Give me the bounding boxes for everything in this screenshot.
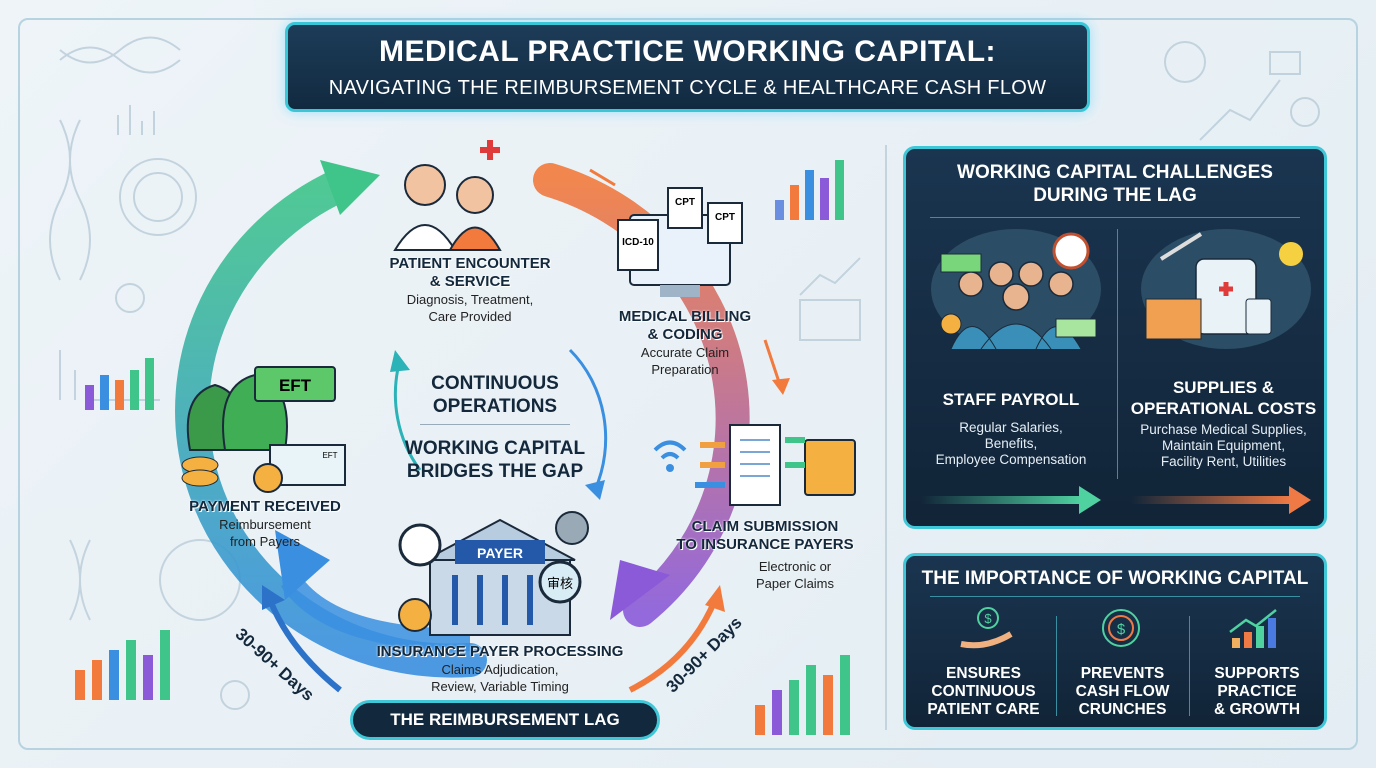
magnifier-icon xyxy=(538,560,582,604)
cycle-arc-right xyxy=(533,163,750,627)
growth-chart-icon xyxy=(1229,609,1277,648)
center-continuous-operations: CONTINUOUS OPERATIONS xyxy=(431,373,559,417)
title-banner: MEDICAL PRACTICE WORKING CAPITAL: NAVIGA… xyxy=(285,22,1090,112)
medical-supplies-icon xyxy=(1141,229,1311,349)
section-divider xyxy=(885,145,887,730)
eft-label: EFT xyxy=(279,376,312,395)
arrow-head-icon xyxy=(610,560,670,620)
border-frame xyxy=(18,18,1358,750)
staff-group-icon xyxy=(931,229,1101,350)
center-bridges-gap: WORKING CAPITAL BRIDGES THE GAP xyxy=(404,438,586,482)
money-bag-icon: EFT EFT xyxy=(181,366,346,493)
importance-title: THE IMPORTANCE OF WORKING CAPITAL xyxy=(921,568,1309,589)
mini-bar-chart-icon xyxy=(75,160,850,735)
reimbursement-lag-badge: THE REIMBURSEMENT LAG xyxy=(350,700,660,740)
arrow-head-icon xyxy=(275,530,330,600)
svg-text:CPT: CPT xyxy=(715,212,735,223)
svg-text:审核: 审核 xyxy=(547,576,573,591)
page-subtitle: NAVIGATING THE REIMBURSEMENT CYCLE & HEA… xyxy=(328,77,1047,99)
clock-icon xyxy=(398,523,442,567)
page-title: MEDICAL PRACTICE WORKING CAPITAL: xyxy=(378,35,997,68)
arrow-right-icon xyxy=(921,496,1081,504)
challenge-staff-payroll: STAFF PAYROLL Regular Salaries, Benefits… xyxy=(935,390,1087,467)
arrow-head-icon xyxy=(320,160,380,215)
importance-panel: THE IMPORTANCE OF WORKING CAPITAL $ $ EN… xyxy=(903,553,1327,730)
arrow-right-icon xyxy=(1131,496,1291,504)
challenge-supplies-costs: SUPPLIES & OPERATIONAL COSTS Purchase Me… xyxy=(1130,378,1317,469)
payer-building-icon: PAYER 审核 xyxy=(398,511,589,636)
reimbursement-cycle-arrows: ICD-10 CPT CPT PAYER 审核 EFT EFT xyxy=(175,140,856,693)
svg-text:$: $ xyxy=(1117,621,1126,638)
challenges-panel: WORKING CAPITAL CHALLENGES DURING THE LA… xyxy=(903,146,1327,529)
challenges-title: WORKING CAPITAL CHALLENGES DURING THE LA… xyxy=(957,162,1273,206)
billing-computer-icon: ICD-10 CPT CPT xyxy=(617,187,743,297)
node-patient-encounter: PATIENT ENCOUNTER & SERVICE Diagnosis, T… xyxy=(389,255,551,324)
lag-arrow-right xyxy=(628,598,718,693)
payer-sign: PAYER xyxy=(477,545,523,561)
svg-text:$: $ xyxy=(984,611,992,626)
dna-icon xyxy=(59,36,181,64)
node-payer-processing: INSURANCE PAYER PROCESSING Claims Adjudi… xyxy=(376,643,624,694)
dna-icon xyxy=(49,119,71,281)
icd-tag: ICD-10 xyxy=(622,237,654,248)
doctor-patient-icon xyxy=(393,140,502,251)
svg-text:EFT: EFT xyxy=(322,451,337,460)
node-medical-billing: MEDICAL BILLING & CODING Accurate Claim … xyxy=(618,308,752,377)
center-divider xyxy=(420,424,570,425)
hand-dollar-icon: $ xyxy=(960,607,1013,649)
pie-icon xyxy=(1164,41,1206,83)
claim-document-icon xyxy=(653,424,856,506)
lag-arrow-left xyxy=(267,598,342,693)
svg-text:CPT: CPT xyxy=(675,197,695,208)
cycle-dollar-icon: $ xyxy=(1102,609,1140,647)
coin-icon xyxy=(119,158,197,236)
node-claim-submission: CLAIM SUBMISSION TO INSURANCE PAYERS Ele… xyxy=(676,518,854,591)
challenge-arrows xyxy=(921,486,1311,514)
gear-icon xyxy=(555,511,589,545)
inner-arc xyxy=(393,359,422,471)
node-payment-received: PAYMENT RECEIVED Reimbursement from Paye… xyxy=(189,498,341,549)
